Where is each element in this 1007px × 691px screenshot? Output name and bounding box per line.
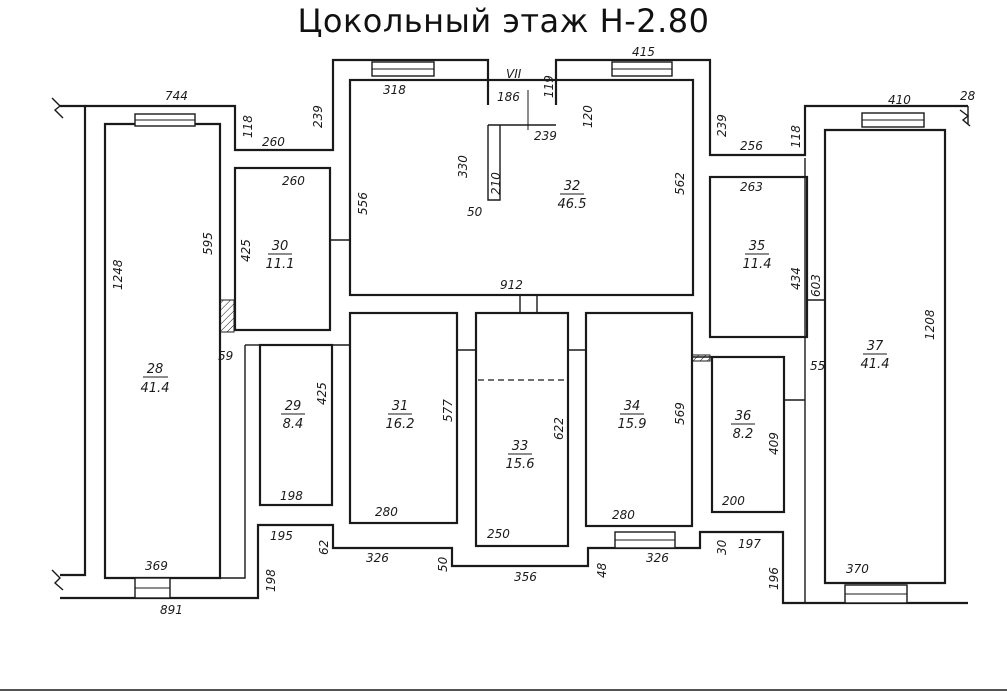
dim-label: 50 bbox=[436, 556, 450, 572]
dim-label: 425 bbox=[315, 382, 329, 405]
dim-label: 118 bbox=[241, 115, 255, 138]
dim-label: 195 bbox=[270, 529, 293, 543]
room-35-area: 11.4 bbox=[743, 257, 772, 272]
dim-label: 326 bbox=[366, 551, 389, 565]
hatched-column-left bbox=[219, 299, 235, 333]
dim-label: 119 bbox=[542, 75, 556, 98]
room-33-outline bbox=[474, 311, 570, 548]
dim-label: 318 bbox=[383, 83, 406, 97]
room-29-number: 29 bbox=[285, 399, 302, 414]
dim-label: 210 bbox=[489, 172, 503, 195]
room-37-number: 37 bbox=[867, 339, 884, 354]
room-30-number: 30 bbox=[272, 239, 289, 254]
dim-label: 196 bbox=[767, 567, 781, 590]
dim-label: 744 bbox=[165, 89, 188, 103]
room-33-number: 33 bbox=[512, 439, 529, 454]
room-28-area: 41.4 bbox=[141, 381, 170, 396]
dimension-labels: 744 118 239 260 318 186 119 239 120 415 … bbox=[111, 45, 976, 617]
room-31-number: 31 bbox=[392, 399, 409, 414]
dim-label: 369 bbox=[145, 559, 168, 573]
room-35-number: 35 bbox=[749, 239, 766, 254]
dim-label: 62 bbox=[317, 540, 331, 555]
dim-label: 562 bbox=[673, 172, 687, 195]
dim-label: 415 bbox=[632, 45, 655, 59]
room-32-area: 46.5 bbox=[558, 197, 587, 212]
room-33-area: 15.6 bbox=[506, 457, 535, 472]
dim-label: 891 bbox=[160, 603, 183, 617]
dim-label: 569 bbox=[673, 402, 687, 425]
room-labels: 28 41.4 29 8.4 30 11.1 31 16.2 32 46.5 3… bbox=[141, 179, 890, 472]
dim-label: 356 bbox=[514, 570, 537, 584]
dim-label: 595 bbox=[201, 232, 215, 255]
dim-label: 239 bbox=[534, 129, 557, 143]
room-36-number: 36 bbox=[735, 409, 752, 424]
dim-label: 120 bbox=[581, 105, 595, 128]
dim-label: 410 bbox=[888, 93, 911, 107]
dim-label: 250 bbox=[487, 527, 510, 541]
dim-label: 280 bbox=[375, 505, 398, 519]
dim-label: 280 bbox=[612, 508, 635, 522]
room-28-number: 28 bbox=[147, 362, 164, 377]
outer-walls bbox=[60, 58, 969, 605]
dim-label: 1248 bbox=[111, 259, 125, 290]
dim-label: 48 bbox=[595, 562, 609, 578]
dim-label: 912 bbox=[500, 278, 523, 292]
dim-label: 239 bbox=[311, 105, 325, 128]
dim-label: 425 bbox=[239, 239, 253, 262]
room-35-outline bbox=[708, 175, 809, 339]
room-31-outline bbox=[348, 311, 459, 525]
room-30-outline bbox=[233, 166, 332, 332]
room-37-area: 41.4 bbox=[861, 357, 890, 372]
hatched-column-right bbox=[691, 354, 711, 362]
room-32-outline bbox=[348, 78, 695, 297]
room-31-area: 16.2 bbox=[386, 417, 415, 432]
rooms bbox=[233, 78, 825, 548]
dim-label: 30 bbox=[715, 539, 729, 555]
dim-label: 198 bbox=[264, 569, 278, 592]
room-36-outline bbox=[710, 355, 786, 514]
plan-title: Цокольный этаж Н-2.80 bbox=[297, 2, 710, 40]
room-34-number: 34 bbox=[624, 399, 641, 414]
dim-label: 326 bbox=[646, 551, 669, 565]
break-marks bbox=[51, 97, 971, 591]
dim-label: 197 bbox=[738, 537, 761, 551]
room-34-area: 15.9 bbox=[618, 417, 647, 432]
dim-label: 577 bbox=[441, 399, 455, 422]
windows bbox=[134, 61, 925, 604]
dim-label: 50 bbox=[467, 205, 483, 219]
room-29-outline bbox=[258, 343, 334, 507]
section-marker: VII bbox=[504, 67, 529, 130]
dim-label: 260 bbox=[282, 174, 305, 188]
dim-label: 263 bbox=[740, 180, 763, 194]
dim-label: 1208 bbox=[923, 309, 937, 340]
room-29-area: 8.4 bbox=[283, 417, 304, 432]
dim-label: 260 bbox=[262, 135, 285, 149]
dim-label: 370 bbox=[846, 562, 869, 576]
dim-label: 59 bbox=[218, 349, 233, 363]
dim-label: 239 bbox=[715, 114, 729, 137]
dim-label: 55 bbox=[810, 359, 825, 373]
section-label: VII bbox=[506, 67, 522, 81]
dim-label: 409 bbox=[767, 432, 781, 455]
dim-label: 28 bbox=[960, 89, 976, 103]
dim-label: 118 bbox=[789, 125, 803, 148]
dim-label: 556 bbox=[356, 192, 370, 215]
dim-label: 200 bbox=[722, 494, 745, 508]
room-30-area: 11.1 bbox=[266, 257, 295, 272]
dim-label: 330 bbox=[456, 155, 470, 178]
dim-label: 603 bbox=[809, 274, 823, 297]
dim-label: 198 bbox=[280, 489, 303, 503]
dim-label: 622 bbox=[552, 417, 566, 440]
room-32-number: 32 bbox=[564, 179, 581, 194]
dim-label: 186 bbox=[497, 90, 520, 104]
room-34-outline bbox=[584, 311, 694, 528]
room-36-area: 8.2 bbox=[733, 427, 754, 442]
dim-label: 256 bbox=[740, 139, 763, 153]
dim-label: 434 bbox=[789, 267, 803, 290]
